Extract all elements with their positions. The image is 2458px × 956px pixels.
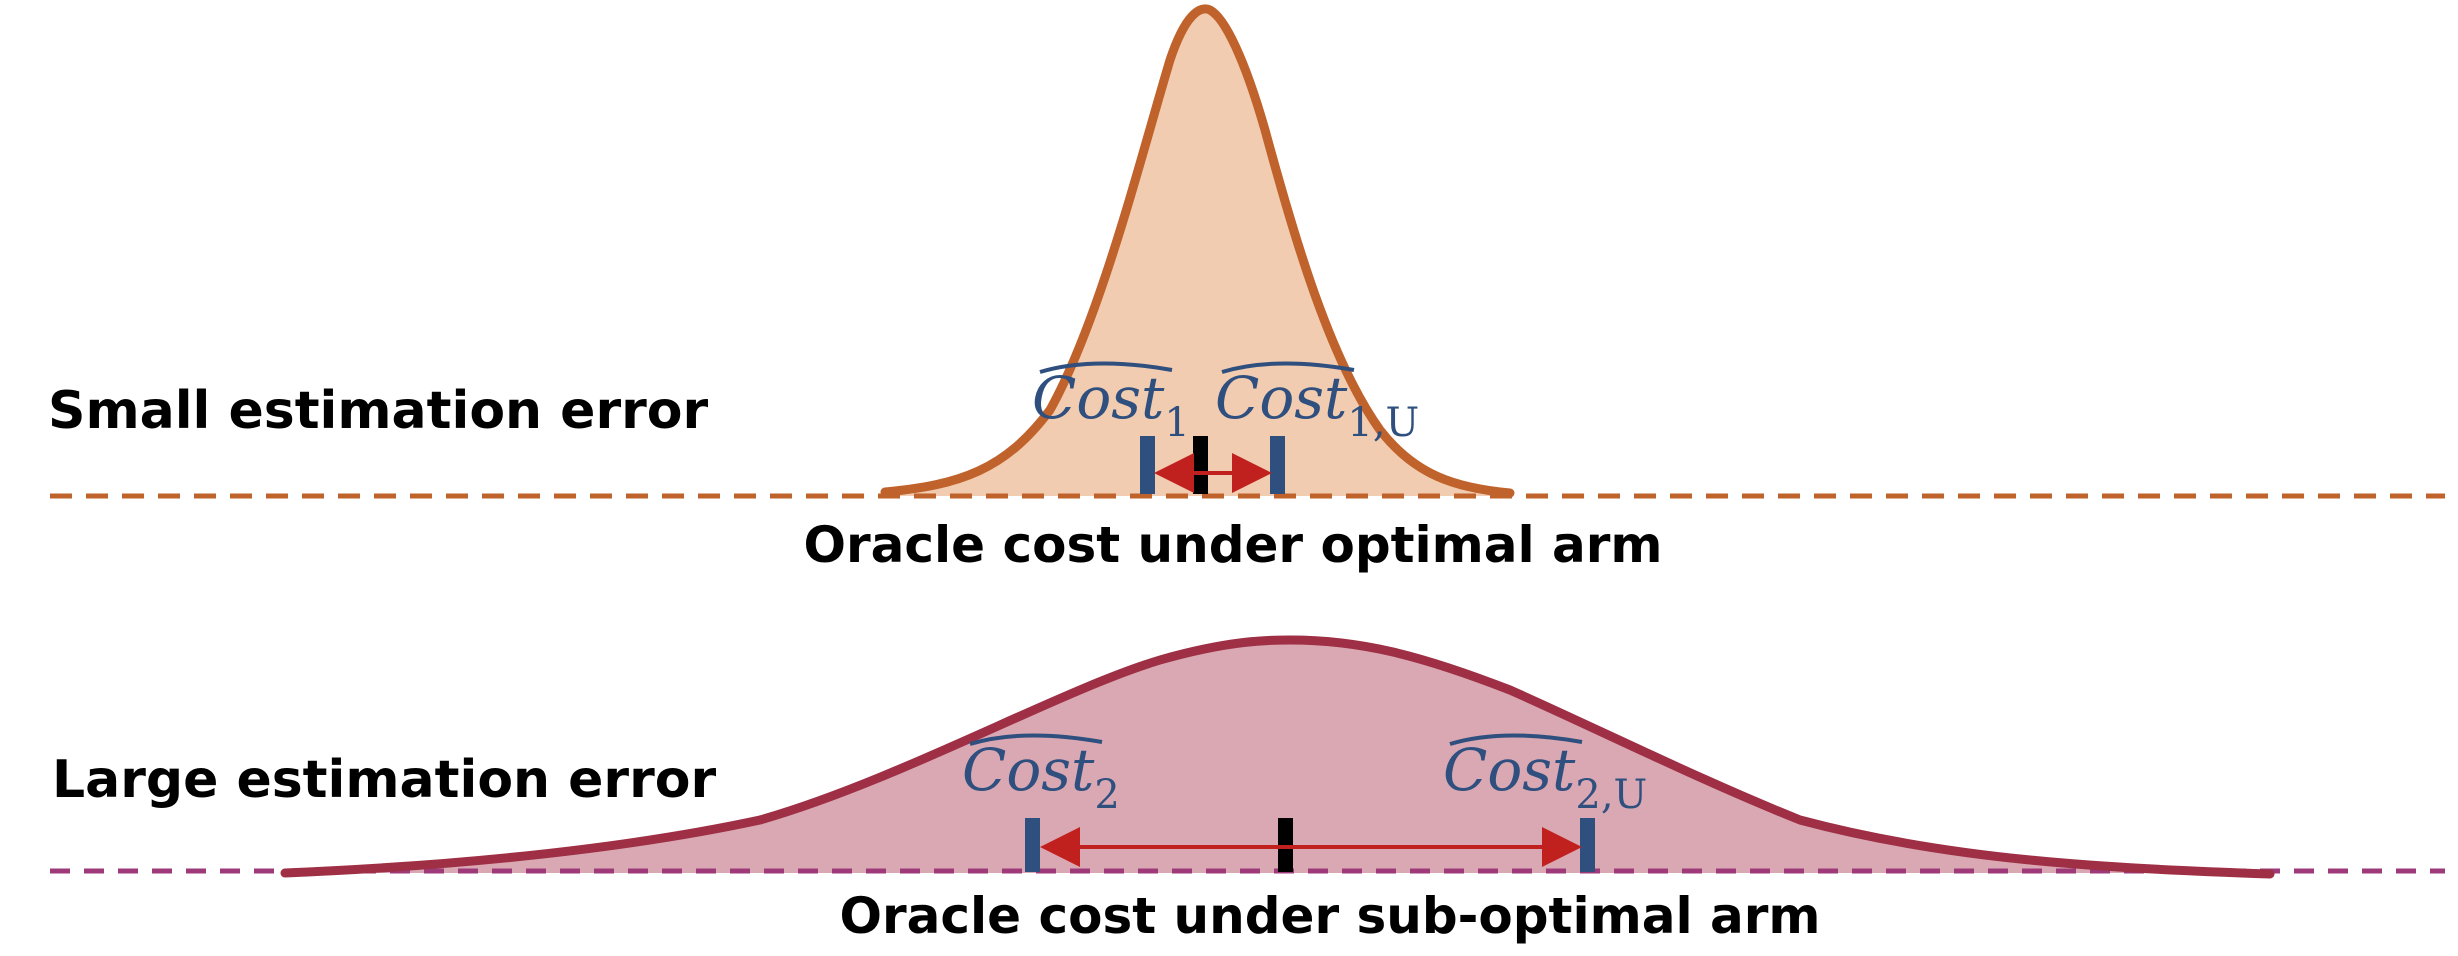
top-estimate-hat-icon <box>1039 361 1173 374</box>
top-estimate-base: Cost <box>1032 364 1165 432</box>
bottom-estimate-hat-icon <box>969 733 1103 746</box>
top-oracle-label: Oracle cost under optimal arm <box>803 516 1662 574</box>
bottom-row-label: Large estimation error <box>52 750 716 810</box>
top-estimate-upper-sub: 1,U <box>1347 400 1419 446</box>
bottom-estimate-base: Cost <box>962 736 1095 804</box>
bottom-estimate-sub: 2 <box>1094 772 1119 818</box>
bottom-estimate-upper-label: Cost2,U <box>1443 733 1647 818</box>
bottom-estimate-upper-marker <box>1580 818 1595 872</box>
bottom-estimate-label: Cost2 <box>962 733 1120 818</box>
top-panel: Cost1 Cost1,U Small estimation error Ora… <box>48 4 2445 574</box>
top-estimate-sub: 1 <box>1164 400 1189 446</box>
top-estimate-marker <box>1140 436 1155 494</box>
bottom-estimate-upper-sub: 2,U <box>1575 772 1647 818</box>
bottom-oracle-label: Oracle cost under sub-optimal arm <box>840 887 1821 945</box>
bottom-distribution-curve <box>280 635 2275 879</box>
top-distribution-fill <box>885 8 1510 496</box>
bottom-estimate-marker <box>1025 818 1040 872</box>
top-oracle-marker <box>1193 436 1208 494</box>
svg-text:Cost2,U: Cost2,U <box>1443 736 1647 818</box>
bottom-estimate-upper-hat-icon <box>1449 733 1583 746</box>
top-estimate-upper-label: Cost1,U <box>1215 361 1419 446</box>
svg-text:Cost1,U: Cost1,U <box>1215 364 1419 446</box>
svg-text:Cost1: Cost1 <box>1032 364 1190 446</box>
top-estimate-upper-hat-icon <box>1221 361 1355 374</box>
svg-text:Cost2: Cost2 <box>962 736 1120 818</box>
bottom-panel: Cost2 Cost2,U Large estimation error Ora… <box>50 635 2445 945</box>
top-estimate-label: Cost1 <box>1032 361 1190 446</box>
bottom-estimate-upper-base: Cost <box>1443 736 1576 804</box>
top-estimate-upper-marker <box>1270 436 1285 494</box>
top-estimate-upper-base: Cost <box>1215 364 1348 432</box>
top-distribution-curve <box>880 4 1515 498</box>
top-row-label: Small estimation error <box>48 381 708 441</box>
